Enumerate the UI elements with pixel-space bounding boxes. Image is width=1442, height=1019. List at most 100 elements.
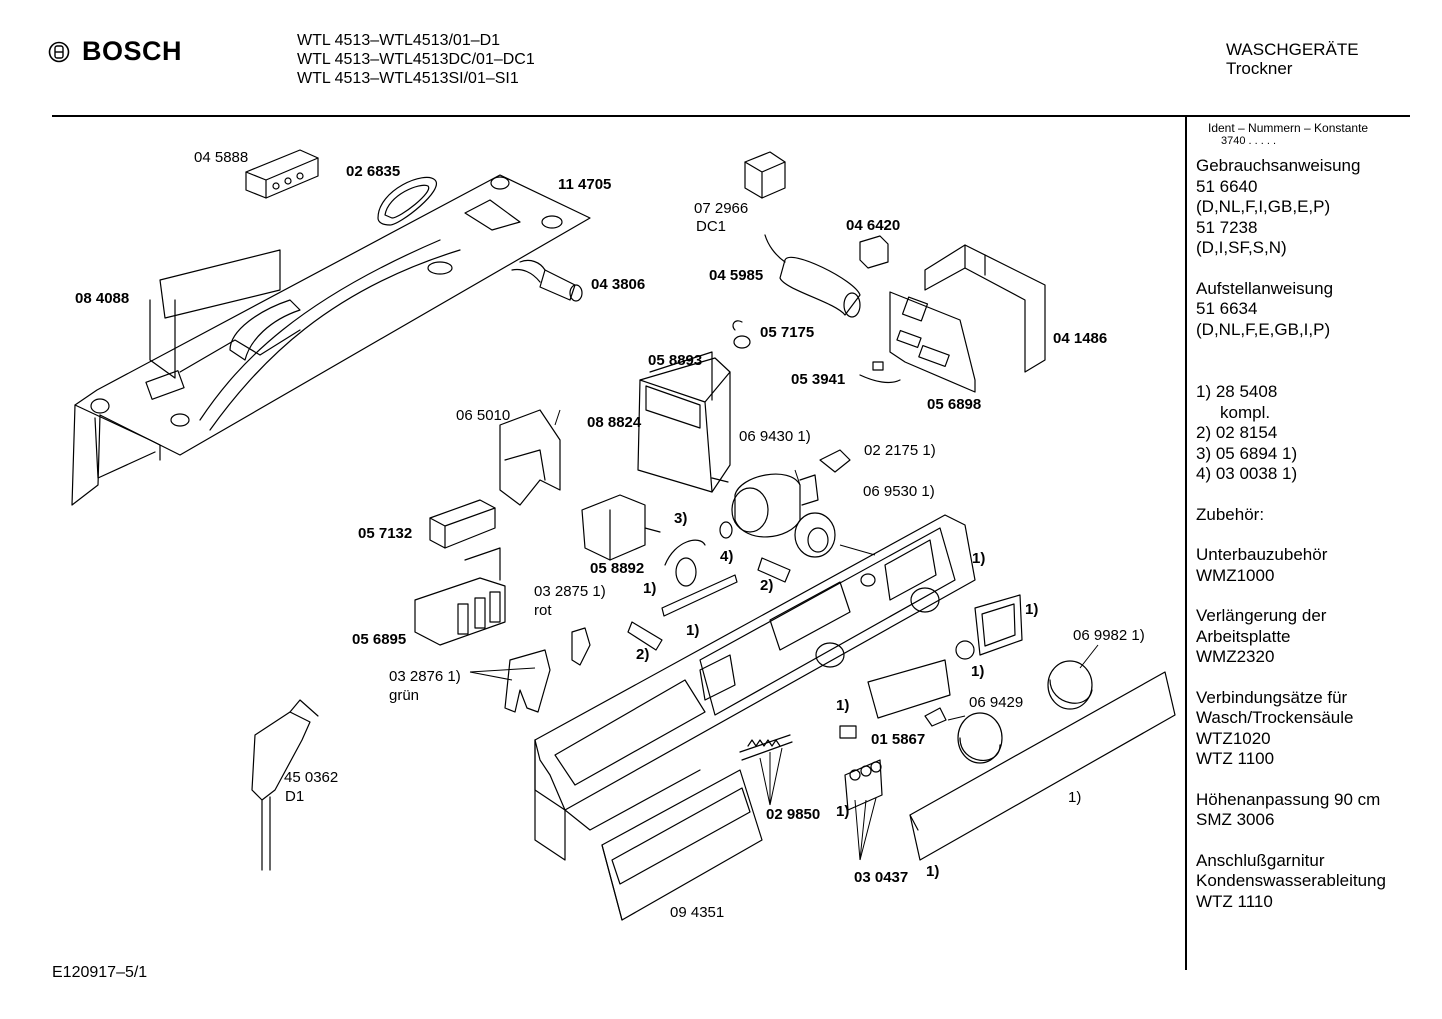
category-subtitle: Trockner (1226, 59, 1293, 78)
accessory-title: Unterbauzubehör (1196, 545, 1328, 564)
thermostat-part (733, 321, 750, 348)
accessory-number: WTZ 1110 (1196, 891, 1273, 911)
selector-switch-part (582, 495, 660, 560)
gebrauch-languages: (D,NL,F,I,GB,E,P) (1196, 197, 1331, 216)
bosch-armature-icon (48, 41, 70, 62)
accessory-number: SMZ 3006 (1196, 810, 1275, 829)
part-label: 04 3806 (591, 276, 646, 293)
part-label: 02 2175 1) (864, 442, 936, 459)
cable-part (860, 362, 900, 382)
brand-logo: BOSCH (48, 36, 182, 67)
footnote-marker: 1) (836, 803, 850, 820)
push-button-part (975, 595, 1022, 655)
relay-part (745, 152, 785, 198)
footnote-marker: 1) (686, 622, 700, 639)
seal-part (378, 177, 436, 225)
programme-timer-part (638, 352, 730, 492)
part-label: 11 4705 (558, 176, 612, 193)
part-label: 05 8893 (648, 352, 703, 369)
part-label: 45 0362 (284, 769, 339, 786)
part-label: 03 2876 1) (389, 668, 461, 685)
part-variant: DC1 (696, 218, 727, 235)
part-label: 06 9430 1) (739, 428, 811, 445)
footnote-marker: 1) (972, 550, 986, 567)
part-label: 05 8892 (590, 560, 645, 577)
part-label: 07 2966 (694, 200, 749, 217)
model-line: WTL 4513–WTL4513DC/01–DC1 (297, 51, 535, 68)
part-label: 02 6835 (346, 163, 401, 180)
accessory-title: Verbindungsätze für (1196, 687, 1348, 707)
part-label: 05 6898 (927, 396, 982, 413)
part-label: 05 7132 (358, 525, 413, 542)
selector-knob-part (925, 708, 1002, 763)
accessory-title: Höhenanpassung 90 cm (1196, 789, 1381, 809)
part-label: 03 2875 1) (534, 583, 606, 600)
lamp-part (628, 622, 662, 650)
ident-label: Ident – Nummern – Konstante (1208, 121, 1369, 135)
aufstell-title: Aufstellanweisung (1196, 278, 1334, 298)
header-divider (52, 115, 1410, 117)
model-list: WTL 4513–WTL4513/01–D1 WTL 4513–WTL4513D… (297, 31, 535, 88)
accessory-number: WTZ1020 (1196, 728, 1271, 748)
gebrauch-languages: (D,I,SF,S,N) (1196, 238, 1287, 257)
control-fascia-part (535, 515, 975, 860)
sidebar-divider (1185, 117, 1187, 970)
footnote-marker: 2) (760, 577, 774, 594)
lamp-part (758, 558, 790, 582)
accessory-title: Verlängerung der (1196, 606, 1327, 625)
spring-wheel-part (665, 540, 705, 586)
bracket-part (925, 245, 1045, 372)
door-strip-part (602, 770, 762, 920)
programme-knob-part (1048, 661, 1092, 709)
toggle-knob-part (505, 650, 550, 712)
footnote-marker: 1) (836, 697, 850, 714)
top-cover-part (72, 175, 590, 505)
model-line: WTL 4513–WTL4513/01–D1 (297, 32, 501, 49)
capacitor-part (512, 260, 582, 301)
part-label: 03 0437 (854, 869, 909, 886)
footnote-marker: 2) (636, 646, 650, 663)
gebrauch-number: 51 6640 (1196, 176, 1258, 196)
sidebar: Ident – Nummern – Konstante 3740 . . . .… (1196, 121, 1386, 912)
model-line: WTL 4513–WTL4513SI/01–SI1 (297, 70, 519, 87)
part-label: 04 1486 (1053, 330, 1108, 347)
part-label: 06 9530 1) (863, 483, 935, 500)
footnote-2: 2) 02 8154 (1196, 423, 1278, 442)
accessory-number: WMZ2320 (1196, 647, 1275, 666)
clip-part (720, 522, 732, 538)
drawing-id: E120917–5/1 (52, 964, 148, 981)
part-label: 05 3941 (791, 371, 846, 388)
gebrauch-number: 51 7238 (1196, 217, 1258, 237)
part-label: 05 7175 (760, 324, 815, 341)
part-label: 01 5867 (871, 731, 926, 748)
part-label: 09 4351 (670, 904, 725, 921)
mains-plug-part (252, 700, 318, 870)
footnote-marker: 3) (674, 510, 688, 527)
cap-part (956, 641, 974, 659)
contact-block-part (845, 760, 882, 810)
part-label: 08 4088 (75, 290, 130, 307)
toggle-knob-part (572, 628, 590, 665)
footnote-3: 3) 05 6894 1) (1196, 443, 1298, 463)
part-label: 04 5985 (709, 267, 764, 284)
lever-part (662, 575, 737, 616)
part-variant: grün (389, 687, 420, 704)
accessory-title: Kondenswasserableitung (1196, 871, 1386, 890)
display-window-part (868, 660, 950, 718)
contact-springs-part (740, 735, 792, 760)
footnote-marker: 1) (1068, 789, 1082, 806)
part-label: 04 5888 (194, 149, 249, 166)
footnote-marker: 4) (720, 548, 734, 565)
gebrauch-title: Gebrauchsanweisung (1196, 156, 1361, 175)
switch-clip-part (820, 450, 850, 472)
terminal-block-part (246, 150, 318, 198)
motor-capacitor-part (765, 235, 860, 317)
accessory-number: WTZ 1100 (1196, 749, 1275, 768)
brand-name: BOSCH (82, 36, 183, 66)
accessory-title: Wasch/Trockensäule (1196, 708, 1354, 727)
part-label: 06 5010 (456, 407, 511, 424)
footnote-marker: 1) (971, 663, 985, 680)
part-variant: D1 (285, 788, 305, 805)
aufstell-languages: (D,NL,F,E,GB,I,P) (1196, 319, 1331, 339)
part-label: 06 9982 1) (1073, 627, 1145, 644)
